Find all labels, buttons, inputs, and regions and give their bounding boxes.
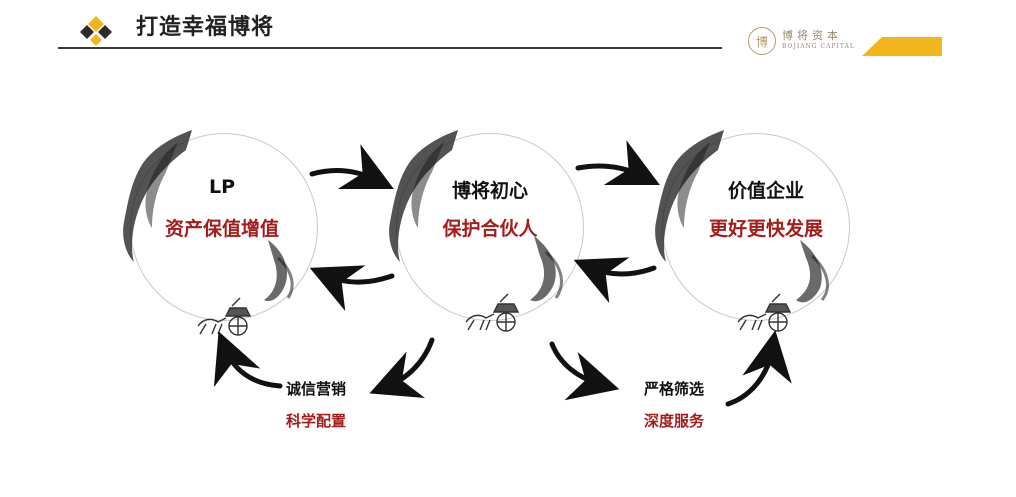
brand-name-cn: 博将资本 xyxy=(782,29,842,42)
accent-bar xyxy=(862,37,942,56)
curved-arrow-icon xyxy=(725,330,792,407)
page-title: 打造幸福博将 xyxy=(136,15,275,40)
label-subtitle-allocation: 科学配置 xyxy=(286,412,347,430)
label-subtitle-service: 深度服务 xyxy=(644,412,705,430)
ink-splash-icon xyxy=(389,130,563,302)
chariot-icon xyxy=(197,297,252,336)
node-title-lp: LP xyxy=(208,176,236,198)
node-subtitle-bojiang: 保护合伙人 xyxy=(442,218,538,240)
curved-arrow-icon xyxy=(369,337,435,399)
brand-seal-icon: 博 xyxy=(748,27,776,55)
curved-arrow-icon xyxy=(213,331,283,389)
header-divider xyxy=(58,47,722,49)
brand-name-en: BOJIANG CAPITAL xyxy=(782,43,855,50)
label-title-screening: 严格筛选 xyxy=(644,380,705,398)
curved-arrow-icon xyxy=(309,144,394,189)
chariot-icon xyxy=(465,293,520,332)
node-subtitle-lp: 资产保值增值 xyxy=(164,218,279,240)
node-subtitle-enterprise: 更好更快发展 xyxy=(708,218,823,240)
ink-splash-icon xyxy=(123,130,294,302)
curved-arrow-icon xyxy=(575,140,660,185)
ink-splash-icon xyxy=(655,130,829,303)
chariot-icon xyxy=(737,293,792,332)
brand-logo: 博 博将资本 BOJIANG CAPITAL xyxy=(748,27,863,57)
curved-arrow-icon xyxy=(309,265,395,312)
curved-arrow-icon xyxy=(549,341,620,401)
node-title-bojiang: 博将初心 xyxy=(451,180,528,202)
node-title-enterprise: 价值企业 xyxy=(727,180,804,202)
diamond-logo-icon xyxy=(80,16,112,46)
label-title-marketing: 诚信营销 xyxy=(286,380,347,398)
curved-arrow-icon xyxy=(573,257,657,304)
